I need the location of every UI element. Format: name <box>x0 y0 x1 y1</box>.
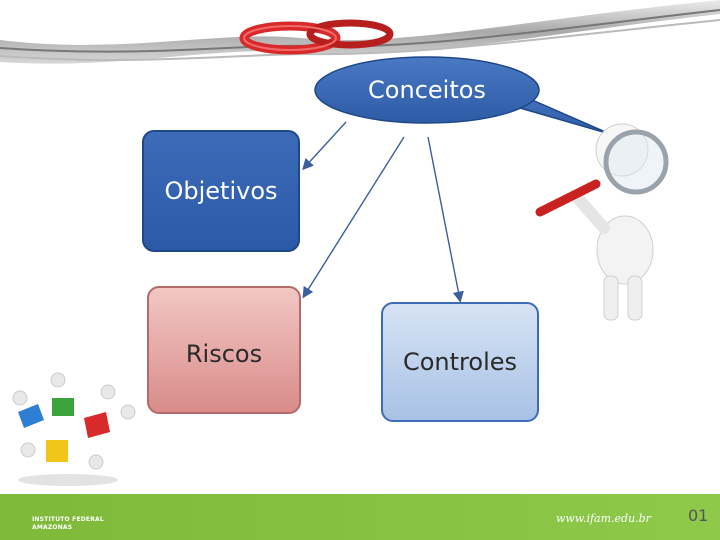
riscos-label: Riscos <box>186 340 262 368</box>
puzzle-team-icon <box>13 373 135 486</box>
arrow-conceitos-riscos <box>304 137 404 296</box>
magnifier-figure-icon <box>540 124 666 320</box>
page-number: 01 <box>688 506 708 525</box>
controles-box: Controles <box>381 302 539 422</box>
arrow-conceitos-objetivos <box>304 122 346 168</box>
riscos-box: Riscos <box>147 286 301 414</box>
logo-line2: AMAZONAS <box>32 524 72 531</box>
footer-url[interactable]: www.ifam.edu.br <box>556 512 666 525</box>
chain-banner-icon <box>0 0 720 64</box>
objetivos-label: Objetivos <box>164 177 277 205</box>
arrow-conceitos-controles <box>428 137 460 300</box>
logo-line1: INSTITUTO FEDERAL <box>32 516 104 523</box>
conceitos-label: Conceitos <box>316 58 538 122</box>
connectors <box>304 122 460 300</box>
controles-label: Controles <box>403 348 517 376</box>
objetivos-box: Objetivos <box>142 130 300 252</box>
